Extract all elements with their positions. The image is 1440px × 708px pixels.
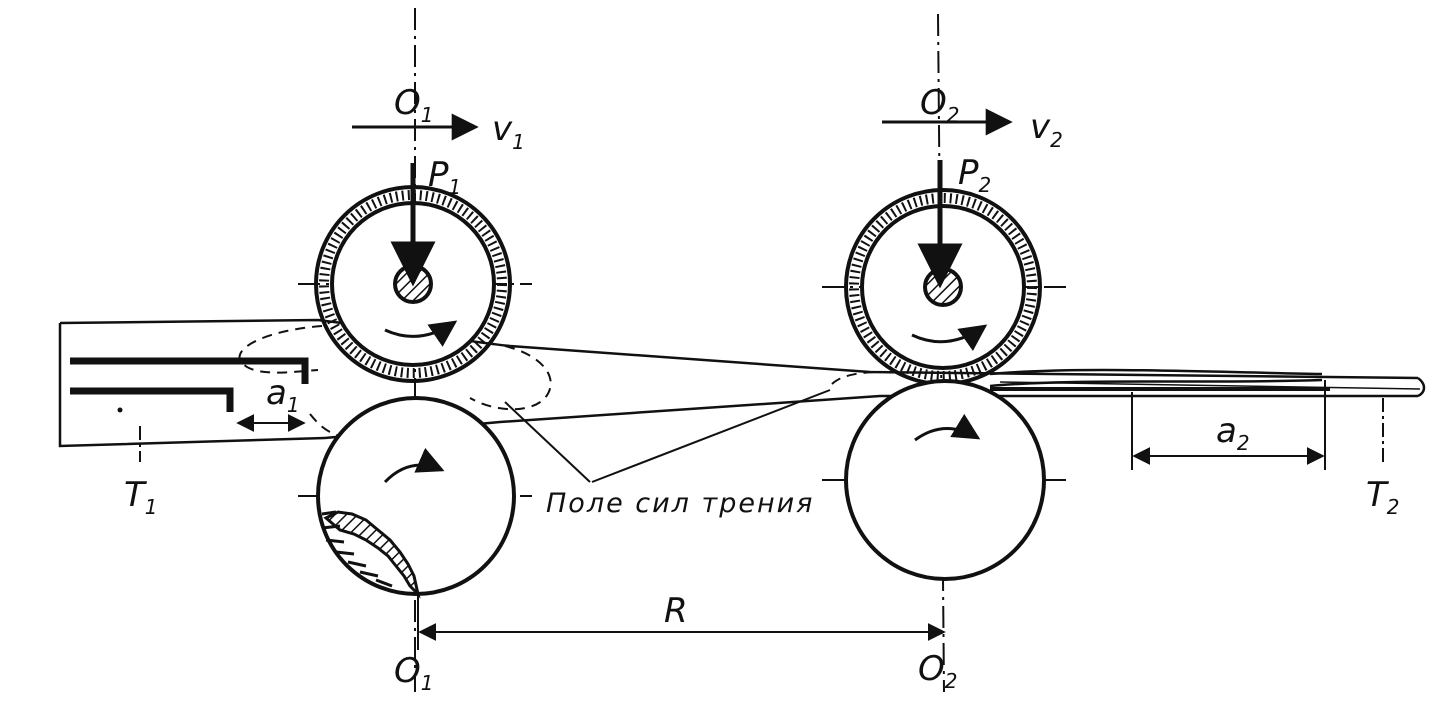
label-p1: P1 [428,155,461,199]
top-roller-2 [844,188,1042,386]
arrows [352,108,1013,289]
fiber-dot [117,407,123,413]
dimensions [139,380,1384,650]
bottom-roller-2 [844,379,1046,581]
label-r: R [664,591,688,631]
label-o1-bottom: O1 [394,651,434,695]
bottom-roller-1 [316,396,516,599]
label-o2-bottom: O2 [918,649,958,693]
label-o1-top: O1 [394,83,434,127]
label-t1: T1 [124,475,158,519]
label-a2: a2 [1216,411,1250,455]
label-t2: T2 [1366,475,1400,519]
fiber-bars [70,357,309,412]
friction-field-loops [238,325,881,437]
friction-pointer-lines [504,389,831,483]
label-friction-field: Поле сил трения [546,488,814,519]
label-a1: a1 [266,373,300,417]
label-p2: P2 [958,153,991,197]
label-v1: v1 [492,109,525,154]
label-v2: v2 [1030,107,1063,152]
label-o2-top: O2 [920,83,960,127]
